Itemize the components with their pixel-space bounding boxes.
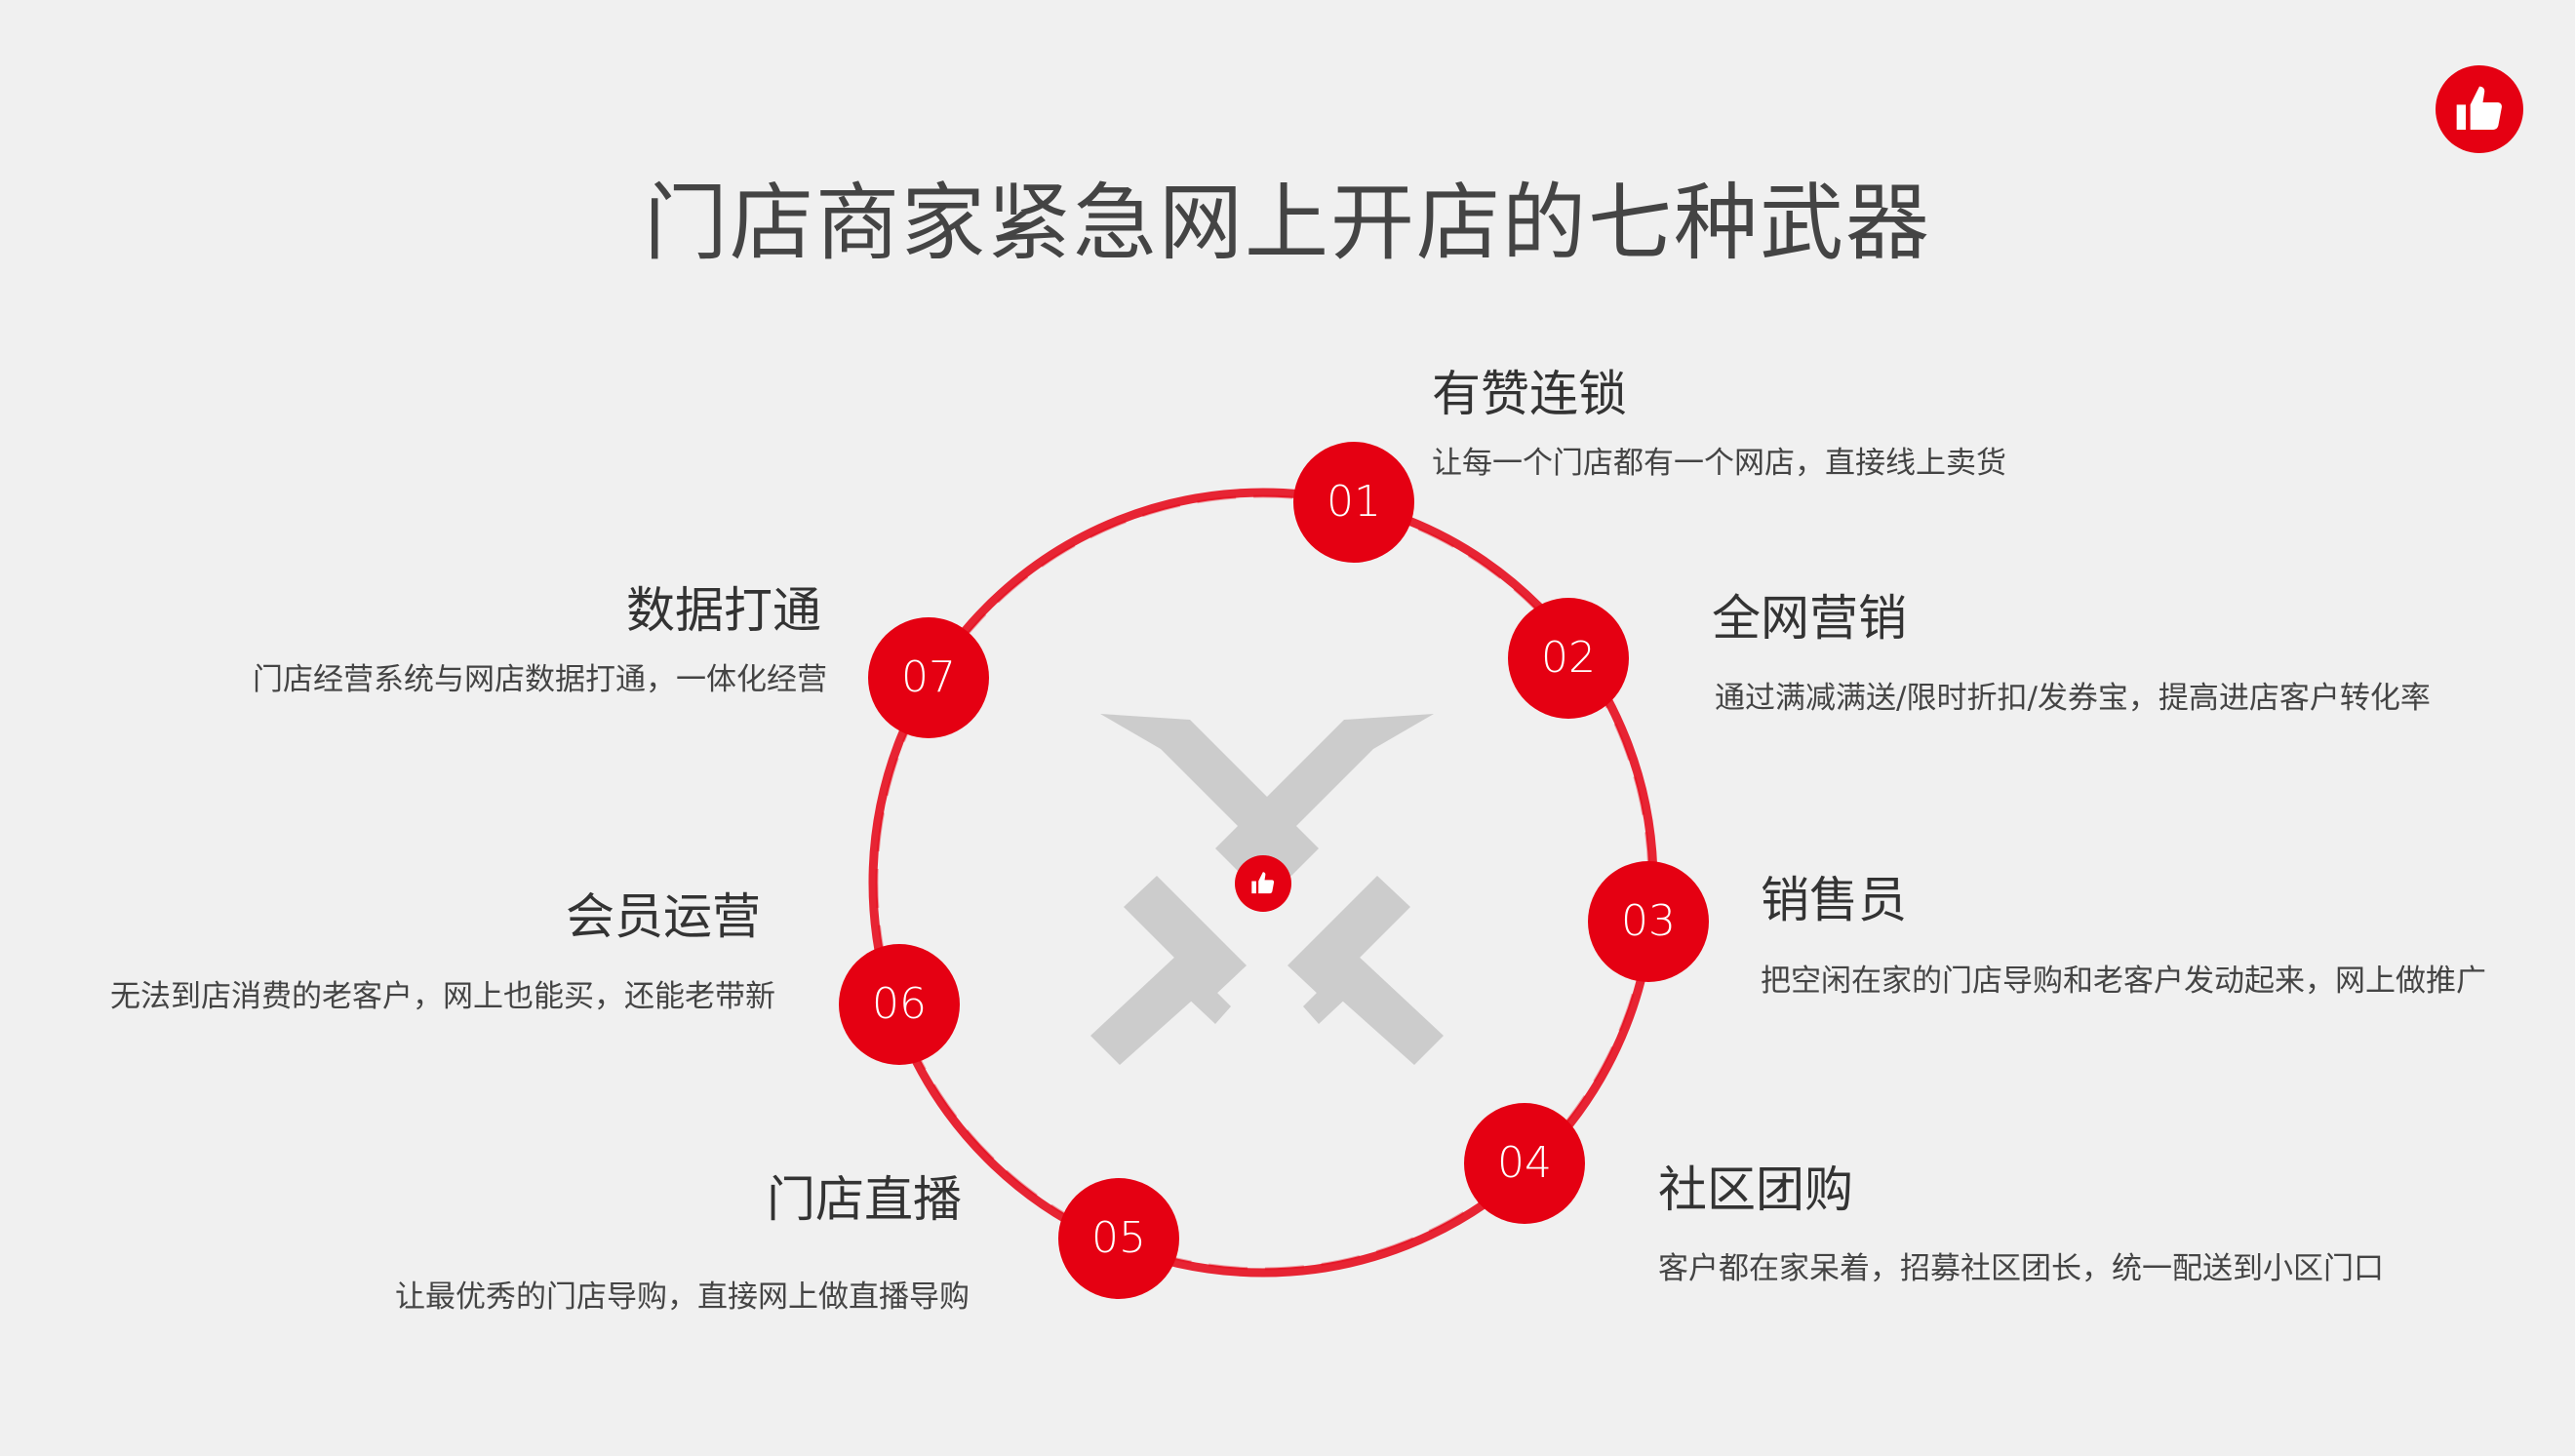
item-title-05: 门店直播 [767,1171,962,1228]
page-title: 门店商家紧急网上开店的七种武器 [644,175,1931,272]
item-desc-03: 把空闲在家的门店导购和老客户发动起来，网上做推广 [1761,964,2486,999]
node-number-07: 07 [901,652,956,702]
node-circle-01 [1293,442,1414,563]
node-circle-02 [1508,598,1629,719]
item-title-06: 会员运营 [566,888,761,945]
item-title-01: 有赞连锁 [1432,366,1627,422]
node-number-06: 06 [872,979,927,1029]
logo-badge [2436,65,2523,153]
item-desc-04: 客户都在家呆着，招募社区团长，统一配送到小区门口 [1658,1251,2384,1286]
item-title-07: 数据打通 [626,582,821,639]
item-desc-02: 通过满减满送/限时折扣/发券宝，提高进店客户转化率 [1715,681,2431,716]
item-desc-07: 门店经营系统与网店数据打通，一体化经营 [253,662,827,697]
node-number-01: 01 [1327,477,1381,527]
center-logo [1235,855,1291,912]
item-title-02: 全网营销 [1712,590,1907,647]
item-desc-06: 无法到店消费的老客户，网上也能买，还能老带新 [110,979,775,1014]
node-number-03: 03 [1621,896,1676,946]
node-number-04: 04 [1497,1138,1552,1188]
thumbs-up-icon [1251,872,1275,894]
node-circle-03 [1588,861,1709,982]
node-circle-04 [1464,1103,1585,1224]
thumbs-up-icon [2456,86,2502,130]
node-circle-06 [839,944,960,1065]
node-circle-07 [868,617,989,738]
node-number-02: 02 [1541,633,1596,683]
item-desc-05: 让最优秀的门店导购，直接网上做直播导购 [395,1279,970,1315]
item-desc-01: 让每一个门店都有一个网店，直接线上卖货 [1432,446,2006,481]
item-title-04: 社区团购 [1658,1161,1853,1218]
item-title-03: 销售员 [1761,872,1907,928]
crossed-swords-icon [1090,714,1444,1065]
node-circle-05 [1058,1178,1179,1299]
node-number-05: 05 [1091,1213,1146,1263]
